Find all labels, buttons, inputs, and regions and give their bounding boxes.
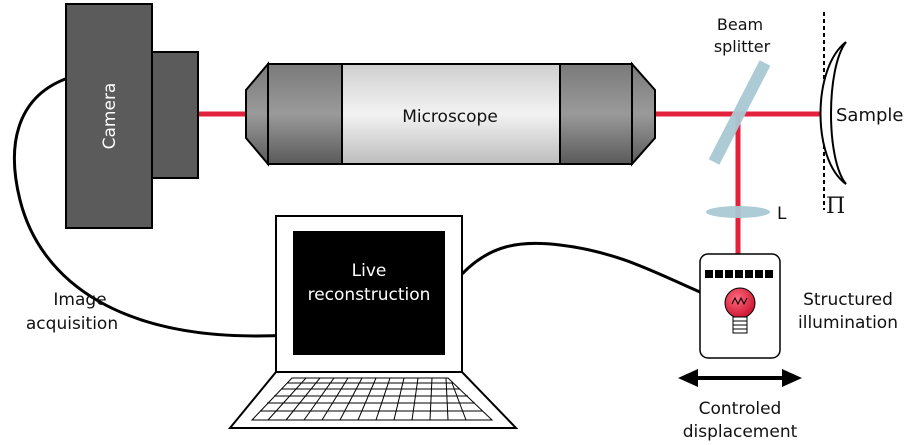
screen-label-1: Live: [352, 261, 387, 281]
beam-splitter-label-2: splitter: [714, 37, 771, 56]
microscope-right-cap: [631, 61, 656, 167]
laptop: Live reconstruction: [227, 215, 519, 429]
camera: Camera: [65, 3, 199, 229]
microscope-tube: [341, 63, 561, 165]
camera-body: [65, 3, 153, 229]
image-acquisition-label-2: acquisition: [26, 314, 118, 334]
structured-illumination-label-1: Structured: [803, 290, 893, 310]
microscope-right-section: [559, 63, 633, 165]
displacement-arrow: [678, 369, 802, 387]
beam-splitter-label-1: Beam: [717, 15, 763, 34]
microscope: Microscope: [245, 61, 656, 167]
camera-label: Camera: [100, 83, 120, 150]
displacement-label-2: displacement: [683, 422, 798, 442]
displacement-label-1: Controled: [699, 399, 782, 419]
bulb-filament: [731, 296, 748, 306]
image-acquisition-label-1: Image: [53, 290, 106, 310]
illumination-cable: [460, 241, 701, 294]
lens-label: L: [777, 204, 787, 224]
microscope-left-cap: [245, 61, 269, 167]
laptop-base: [227, 371, 519, 429]
sample-label: Sample: [836, 105, 904, 126]
laptop-keyboard: [250, 377, 494, 421]
sample: Sample Π: [819, 12, 904, 219]
image-acquisition-cable: [12, 76, 291, 338]
screen-label-2: reconstruction: [308, 285, 431, 305]
microscope-label: Microscope: [402, 107, 498, 127]
sample-curve: [819, 41, 847, 185]
laptop-screen: [293, 231, 445, 355]
lens: [706, 206, 770, 218]
bulb-icon: [724, 287, 756, 319]
camera-lens-mount: [151, 51, 199, 179]
plane-symbol: Π: [826, 194, 845, 219]
structured-illumination-device: [699, 253, 781, 359]
structured-illumination-label-2: illumination: [798, 313, 898, 333]
pattern-bar: [705, 270, 773, 278]
beam-splitter: [708, 60, 771, 165]
microscope-left-section: [267, 63, 343, 165]
